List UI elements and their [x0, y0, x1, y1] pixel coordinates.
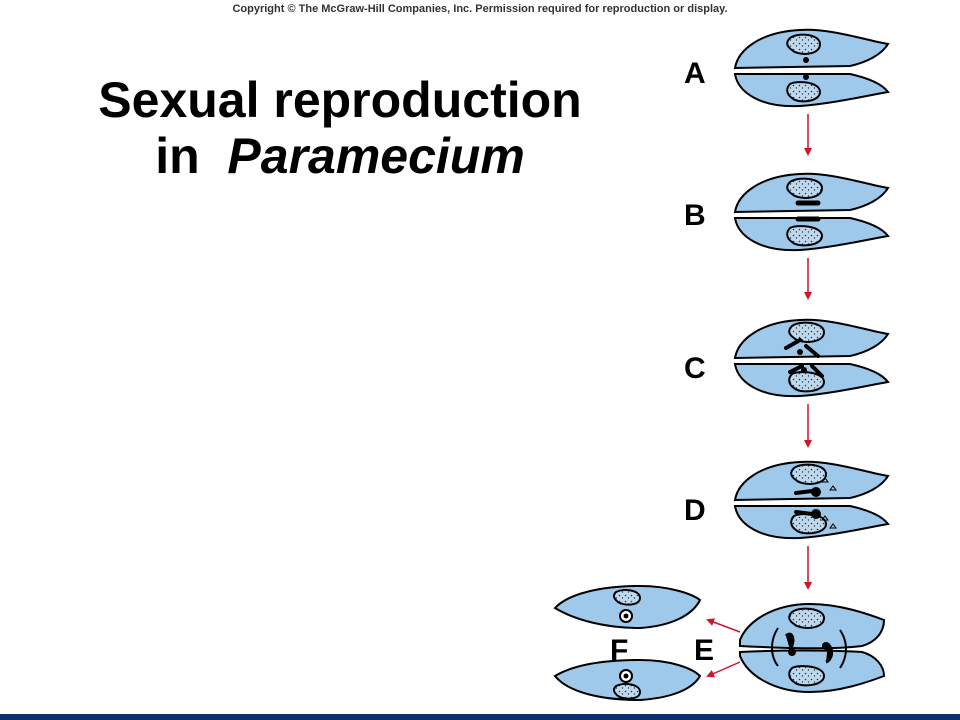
- stage-label-b: B: [684, 199, 706, 232]
- micronucleus-fusing: [784, 632, 795, 651]
- macronucleus: [788, 321, 826, 343]
- micronucleus: [623, 613, 629, 619]
- micronucleus: [803, 74, 809, 80]
- flow-arrows: [706, 114, 812, 678]
- stage-c-pair: [733, 318, 890, 398]
- degenerating-nuclei: [821, 477, 837, 529]
- migrating-micronucleus: [794, 489, 814, 495]
- stage-label-a: A: [684, 57, 706, 90]
- macronucleus: [788, 607, 826, 629]
- title-prefix: in: [155, 128, 200, 184]
- macronucleus: [790, 513, 828, 535]
- bottom-bar: [0, 714, 960, 720]
- macronucleus: [788, 371, 826, 393]
- macronucleus: [790, 463, 828, 485]
- macronucleus: [786, 225, 824, 247]
- migrating-micronucleus: [794, 510, 814, 516]
- micronucleus: [803, 57, 809, 63]
- page-title: Sexual reproduction in Paramecium: [40, 72, 640, 184]
- stage-a-pair: [733, 28, 890, 108]
- macronucleus: [788, 665, 826, 687]
- micronucleus: [623, 673, 629, 679]
- stage-d-pair: [733, 460, 890, 540]
- micronucleus: [797, 349, 803, 355]
- micronucleus: [822, 642, 830, 650]
- macronucleus: [786, 33, 822, 55]
- micronucleus: [788, 648, 796, 656]
- micronucleus: [811, 487, 821, 497]
- micronucleus: [811, 509, 821, 519]
- meiotic-micronuclei: [784, 338, 824, 378]
- macronucleus: [786, 81, 822, 103]
- exchange-arrows: [771, 627, 847, 669]
- title-line-2: in Paramecium: [40, 128, 640, 184]
- stage-e-pair: [739, 602, 886, 694]
- macronucleus: [612, 683, 642, 700]
- macronucleus: [612, 589, 642, 606]
- stage-b-pair: [733, 172, 890, 252]
- copyright-notice: Copyright © The McGraw-Hill Companies, I…: [232, 3, 728, 15]
- stage-label-e: E: [694, 634, 714, 667]
- title-line-1: Sexual reproduction: [98, 72, 582, 128]
- stage-label-d: D: [684, 494, 706, 527]
- arrow-e-to-f-top: [706, 618, 741, 633]
- stage-label-c: C: [684, 352, 706, 385]
- title-species: Paramecium: [227, 128, 525, 184]
- exconjugant-top: [553, 584, 702, 630]
- micronucleus: [801, 367, 807, 373]
- macronucleus: [786, 177, 824, 199]
- arrow-e-to-f-bottom: [706, 661, 741, 678]
- stage-f-cells: [553, 584, 702, 702]
- stage-label-f: F: [610, 634, 628, 667]
